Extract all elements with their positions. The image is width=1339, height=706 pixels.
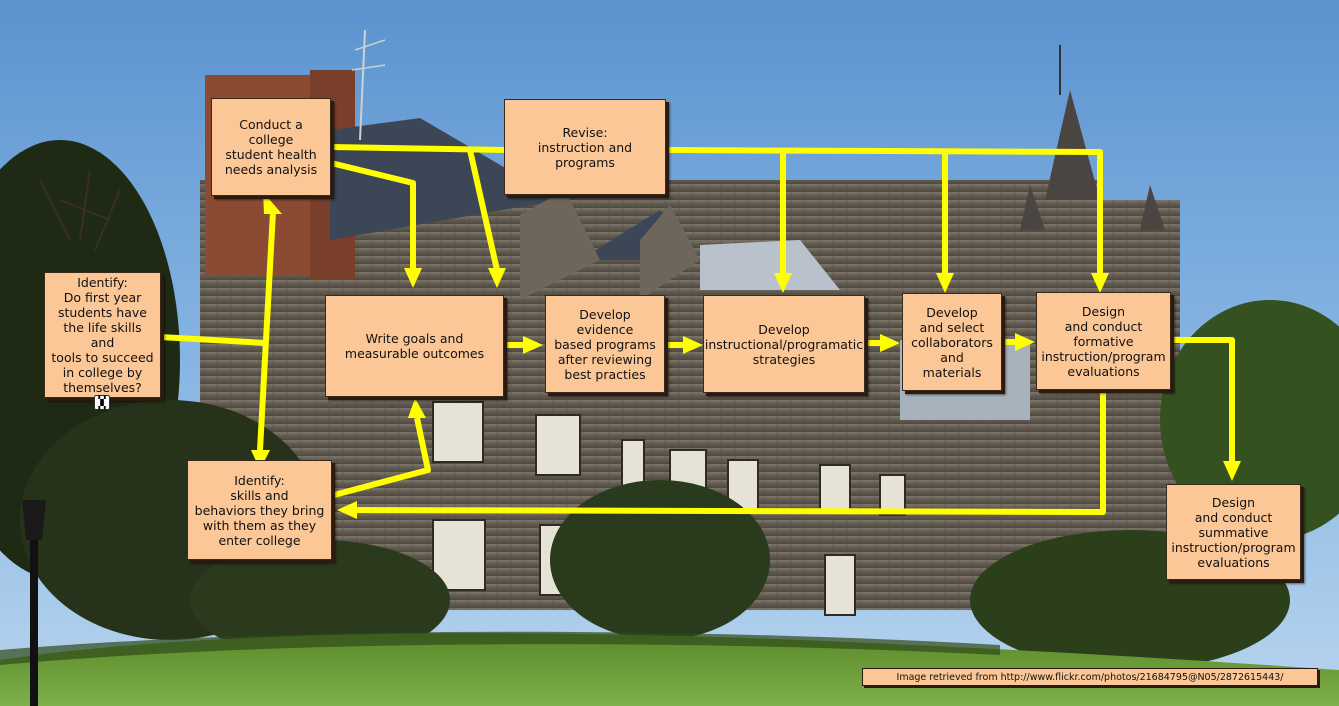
node-conduct-analysis: Conduct a college student health needs a… — [211, 98, 331, 196]
node-formative-eval: Design and conduct formative instruction… — [1036, 292, 1171, 390]
node-develop-evidence: Develop evidence based programs after re… — [545, 295, 665, 393]
node-identify-skills: Identify: skills and behaviors they brin… — [187, 460, 332, 560]
image-credit: Image retrieved from http://www.flickr.c… — [862, 668, 1318, 686]
node-develop-strategies: Develop instructional/programatic strate… — [703, 295, 865, 393]
node-summative-eval: Design and conduct summative instruction… — [1166, 484, 1301, 580]
node-write-goals: Write goals and measurable outcomes — [325, 295, 504, 397]
node-revise: Revise: instruction and programs — [504, 99, 666, 195]
lawn — [0, 633, 1339, 706]
flow-arrows — [159, 144, 1235, 515]
qr-icon: ▚▞▞▚ — [94, 395, 110, 410]
node-develop-collaborators: Develop and select collaborators and mat… — [902, 293, 1002, 391]
arrow-heads — [251, 192, 1241, 519]
node-identify-question: Identify: Do first year students have th… — [44, 272, 161, 398]
lamp-post — [22, 500, 46, 706]
